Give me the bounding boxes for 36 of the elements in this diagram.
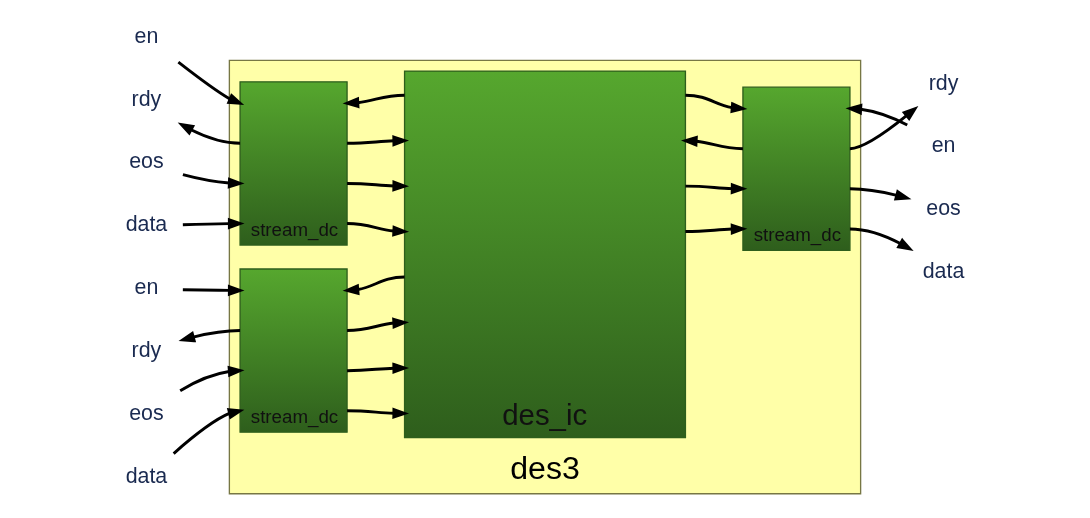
arrow bbox=[182, 217, 245, 230]
node-text: en bbox=[134, 23, 159, 48]
arrow bbox=[845, 103, 908, 127]
arrow bbox=[681, 135, 743, 151]
node-text: rdy bbox=[131, 86, 162, 111]
arrow bbox=[347, 222, 409, 237]
arrow bbox=[342, 93, 405, 109]
arrow bbox=[182, 173, 245, 189]
arrow bbox=[347, 180, 409, 192]
node-text: eos bbox=[129, 400, 164, 425]
arrow bbox=[177, 60, 245, 105]
node-text: en bbox=[931, 133, 956, 158]
node-text: eos bbox=[926, 196, 961, 221]
arrow bbox=[172, 408, 245, 455]
arrow bbox=[347, 407, 409, 420]
arrow bbox=[347, 362, 409, 374]
arrow bbox=[179, 365, 245, 392]
arrow bbox=[685, 223, 748, 235]
arrow bbox=[849, 227, 914, 252]
arrow bbox=[685, 182, 748, 195]
arrow bbox=[849, 105, 919, 151]
node-text: en bbox=[134, 275, 159, 300]
arrow bbox=[347, 317, 409, 332]
node-text: rdy bbox=[131, 338, 162, 363]
node-text: data bbox=[125, 463, 168, 488]
arrow bbox=[347, 135, 409, 147]
arrow bbox=[182, 284, 245, 297]
arrow bbox=[342, 275, 405, 296]
node-text: data bbox=[125, 212, 168, 237]
arrow bbox=[685, 93, 748, 114]
arrow bbox=[177, 122, 241, 145]
node-text: rdy bbox=[928, 70, 959, 95]
arrow bbox=[178, 329, 241, 343]
arrow bbox=[849, 187, 912, 201]
node-text: data bbox=[922, 259, 965, 284]
node-text: eos bbox=[129, 149, 164, 174]
